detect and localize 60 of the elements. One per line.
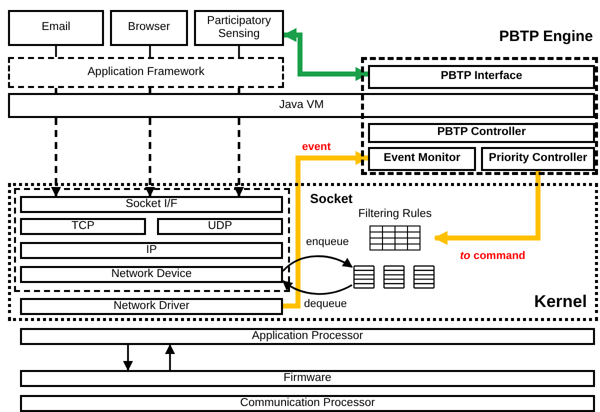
connector-line <box>54 88 58 93</box>
node-label: Communication Processor <box>240 396 375 410</box>
edge-label: to command <box>458 250 528 262</box>
edge-label: dequeue <box>302 298 349 310</box>
node-label: Participatory Sensing <box>206 14 272 42</box>
component-box <box>20 266 283 283</box>
component-box <box>368 65 595 89</box>
component-box <box>20 242 283 259</box>
node-label: PBTP Engine <box>499 28 593 46</box>
dashed-layer-box <box>8 57 284 88</box>
node-label: IP <box>146 244 157 258</box>
component-box <box>194 10 284 46</box>
arrow <box>51 118 61 197</box>
node-label: Priority Controller <box>488 152 588 166</box>
connector-line <box>55 46 57 57</box>
component-box <box>481 147 595 171</box>
component-box <box>157 218 283 235</box>
component-box <box>368 123 595 143</box>
component-box <box>20 328 595 345</box>
edge-label: enqueue <box>304 236 351 248</box>
node-label: Java VM <box>279 98 324 112</box>
arrow <box>282 280 352 295</box>
node-label: Kernel <box>534 292 587 312</box>
component-box <box>8 10 104 46</box>
arrow <box>282 255 353 272</box>
component-box <box>20 395 595 412</box>
node-label: Firmware <box>284 372 332 386</box>
connector-line <box>238 88 240 93</box>
node-label: Socket I/F <box>126 198 178 212</box>
component-box <box>8 93 595 118</box>
arrow <box>145 118 155 197</box>
node-label: PBTP Interface <box>440 70 522 84</box>
component-box <box>20 218 146 235</box>
node-label: Application Framework <box>88 66 204 80</box>
component-box <box>110 10 188 46</box>
node-label: Socket <box>310 192 353 207</box>
node-label: Email <box>42 21 70 35</box>
connector-line <box>149 46 151 57</box>
edge-label: event <box>300 141 333 153</box>
component-box <box>368 147 476 171</box>
node-label: Filtering Rules <box>358 208 432 222</box>
node-label: Network Device <box>111 268 192 282</box>
arrow <box>282 28 370 81</box>
arrow <box>123 345 133 371</box>
node-label: TCP <box>72 220 94 234</box>
node-label: UDP <box>208 220 232 234</box>
connector-line <box>238 46 240 57</box>
connector-line <box>148 88 152 93</box>
arrow <box>283 151 370 308</box>
node-label: Event Monitor <box>384 152 460 166</box>
component-box <box>20 370 595 387</box>
arrow <box>165 344 175 370</box>
arrow <box>434 171 540 245</box>
node-label: PBTP Controller <box>437 126 526 140</box>
component-box <box>20 196 283 213</box>
node-label: Network Driver <box>113 300 190 314</box>
node-label: Application Processor <box>252 330 364 344</box>
component-box <box>20 298 283 315</box>
arrow <box>234 118 244 197</box>
node-label: Browser <box>128 21 170 35</box>
